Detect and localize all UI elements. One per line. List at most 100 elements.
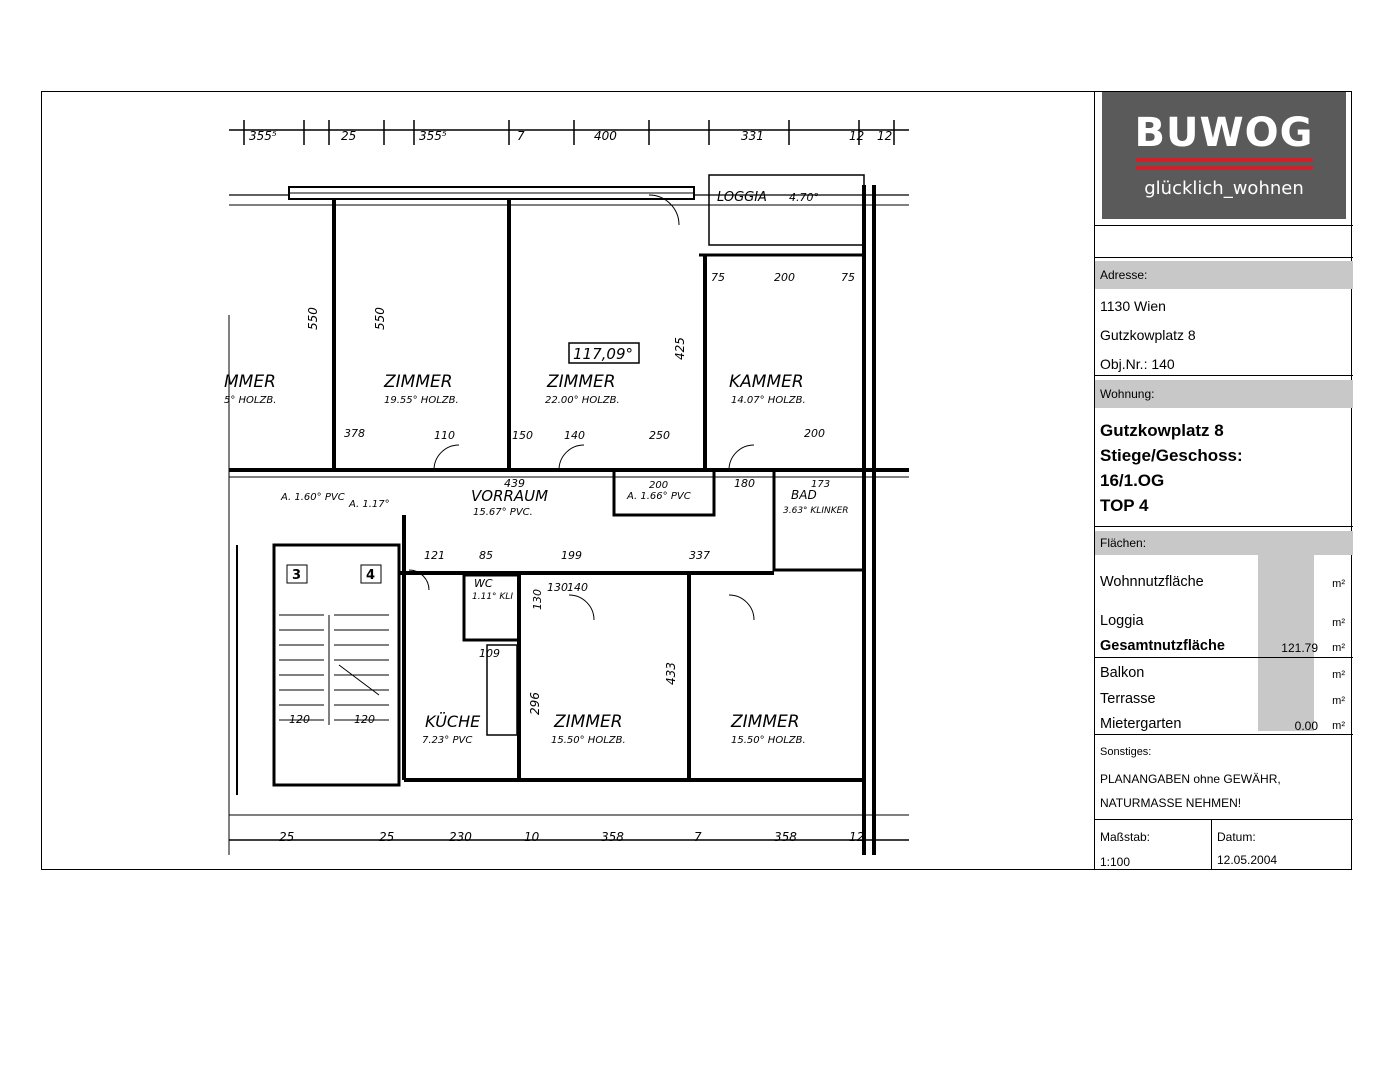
date-value: 12.05.2004 xyxy=(1217,853,1278,867)
divider xyxy=(1095,819,1353,820)
dim-top-6: 331 xyxy=(741,129,764,143)
title-block: BUWOG glücklich_wohnen Adresse: 1130 Wie… xyxy=(1094,91,1353,870)
dim-bottom-4: 10 xyxy=(524,830,540,844)
dim-height-5: 296 xyxy=(528,692,542,715)
area-row-terrace: Terrasse m² xyxy=(1100,691,1348,707)
dim-top-5: 400 xyxy=(594,129,617,143)
dim-misc-14: 109 xyxy=(479,647,500,660)
divider xyxy=(1095,375,1353,376)
room-name-2: ZIMMER xyxy=(383,372,453,392)
stair-number-4: 4 xyxy=(366,568,375,583)
divider xyxy=(1095,657,1353,658)
room-name-6: KÜCHE xyxy=(425,712,481,731)
room-area-9: 4.70° xyxy=(789,191,819,204)
room-area-11: 1.11° KLI xyxy=(472,592,513,602)
dim-bottom-7: 358 xyxy=(774,830,797,844)
room-area-6: 7.23° PVC xyxy=(422,735,472,746)
room-area-2: 19.55° HOLZB. xyxy=(384,395,459,406)
dim-misc-11: 337 xyxy=(689,549,710,562)
misc-line-1: PLANANGABEN ohne GEWÄHR, xyxy=(1100,772,1281,786)
dim-misc-16: 120 xyxy=(354,713,375,726)
area-unit: m² xyxy=(1332,695,1345,707)
dim-misc-4: 140 xyxy=(564,429,585,442)
area-label: Mietergarten xyxy=(1100,716,1182,732)
logo-red-bar-bottom xyxy=(1136,166,1313,170)
misc-line-2: NATURMASSE NEHMEN! xyxy=(1100,796,1242,810)
dim-misc-20: 173 xyxy=(811,479,830,490)
logo-brand: BUWOG xyxy=(1134,110,1314,156)
dim-misc-21: 180 xyxy=(734,477,755,490)
dim-height-1: 550 xyxy=(306,307,320,330)
dim-misc-1: 378 xyxy=(344,427,365,440)
area-value: 0.00 xyxy=(1294,719,1318,733)
abstell-1: A. 1.60° PVC xyxy=(280,492,345,503)
dim-bottom-6: 7 xyxy=(694,830,702,844)
area-values-column xyxy=(1258,555,1314,731)
buwog-logo: BUWOG glücklich_wohnen xyxy=(1102,92,1346,219)
room-name-8: ZIMMER xyxy=(730,712,800,732)
address-line-1: 1130 Wien xyxy=(1100,298,1166,314)
dim-top-2: 25 xyxy=(341,129,356,143)
dim-top-7: 12 xyxy=(849,129,864,143)
floor-plan: MMER 5° HOLZB. ZIMMER 19.55° HOLZB. ZIMM… xyxy=(224,115,909,855)
plan-sheet-frame xyxy=(41,91,1352,870)
abstell-2: A. 1.17° xyxy=(348,499,390,510)
dim-misc-10: 199 xyxy=(561,549,582,562)
room-area-10: 3.63° KLINKER xyxy=(783,506,849,516)
area-row-living: Wohnnutzfläche m² xyxy=(1100,574,1348,590)
divider xyxy=(1095,225,1353,226)
dim-bottom-8: 12 xyxy=(849,830,864,844)
dim-misc-8: 121 xyxy=(424,549,445,562)
room-name-4: KAMMER xyxy=(729,372,804,392)
dim-top-4: 7 xyxy=(517,129,525,143)
area-row-loggia: Loggia m² xyxy=(1100,613,1348,629)
divider xyxy=(1211,819,1212,870)
apartment-line-3: 16/1.OG xyxy=(1100,471,1165,490)
area-row-balcony: Balkon m² xyxy=(1100,665,1348,681)
area-unit: m² xyxy=(1332,578,1345,590)
dim-height-4: 433 xyxy=(664,662,678,685)
room-area-5: 15.67° PVC. xyxy=(473,507,533,518)
apartment-line-2: Stiege/Geschoss: xyxy=(1100,446,1243,465)
total-area-box: 117,09° xyxy=(573,345,633,363)
address-line-2: Gutzkowplatz 8 xyxy=(1100,327,1196,343)
dim-misc-17: 75 xyxy=(711,271,725,284)
dim-misc-19: 75 xyxy=(841,271,855,284)
area-unit: m² xyxy=(1332,669,1345,681)
apartment-label: Wohnung: xyxy=(1095,380,1353,408)
date-label: Datum: xyxy=(1217,830,1256,844)
scale-label: Maßstab: xyxy=(1100,830,1151,844)
dim-misc-2: 110 xyxy=(434,429,455,442)
area-unit: m² xyxy=(1332,617,1345,629)
abstell-3: A. 1.66° PVC xyxy=(626,491,691,502)
dim-misc-22: 200 xyxy=(649,480,668,491)
room-area-8: 15.50° HOLZB. xyxy=(731,735,806,746)
area-label: Terrasse xyxy=(1100,691,1156,707)
area-unit: m² xyxy=(1332,642,1345,654)
room-area-3: 22.00° HOLZB. xyxy=(545,395,620,406)
area-label: Gesamtnutzfläche xyxy=(1100,638,1225,654)
apartment-line-1: Gutzkowplatz 8 xyxy=(1100,421,1224,440)
dim-height-2: 550 xyxy=(373,307,387,330)
room-area-4: 14.07° HOLZB. xyxy=(731,395,806,406)
room-area-1: 5° HOLZB. xyxy=(224,395,276,406)
dim-misc-5: 250 xyxy=(649,429,670,442)
misc-label: Sonstiges: xyxy=(1100,746,1152,758)
dim-top-1: 355⁵ xyxy=(249,129,277,143)
logo-slogan: glücklich_wohnen xyxy=(1144,178,1304,199)
dim-misc-6: 200 xyxy=(804,427,825,440)
dim-misc-12: 130 xyxy=(547,581,568,594)
scale-value: 1:100 xyxy=(1100,855,1131,869)
area-row-tenant-garden: Mietergarten 0.00 m² xyxy=(1100,716,1348,733)
room-name-11: WC xyxy=(474,577,493,590)
dim-height-3: 425 xyxy=(673,337,687,360)
dim-misc-18: 200 xyxy=(774,271,795,284)
room-name-7: ZIMMER xyxy=(553,712,623,732)
dim-bottom-2: 25 xyxy=(379,830,394,844)
area-label: Wohnnutzfläche xyxy=(1100,574,1204,590)
room-name-5: VORRAUM xyxy=(471,487,548,505)
apartment-line-4: TOP 4 xyxy=(1100,496,1149,515)
room-area-7: 15.50° HOLZB. xyxy=(551,735,626,746)
dim-top-3: 355⁵ xyxy=(419,129,447,143)
room-name-3: ZIMMER xyxy=(546,372,616,392)
